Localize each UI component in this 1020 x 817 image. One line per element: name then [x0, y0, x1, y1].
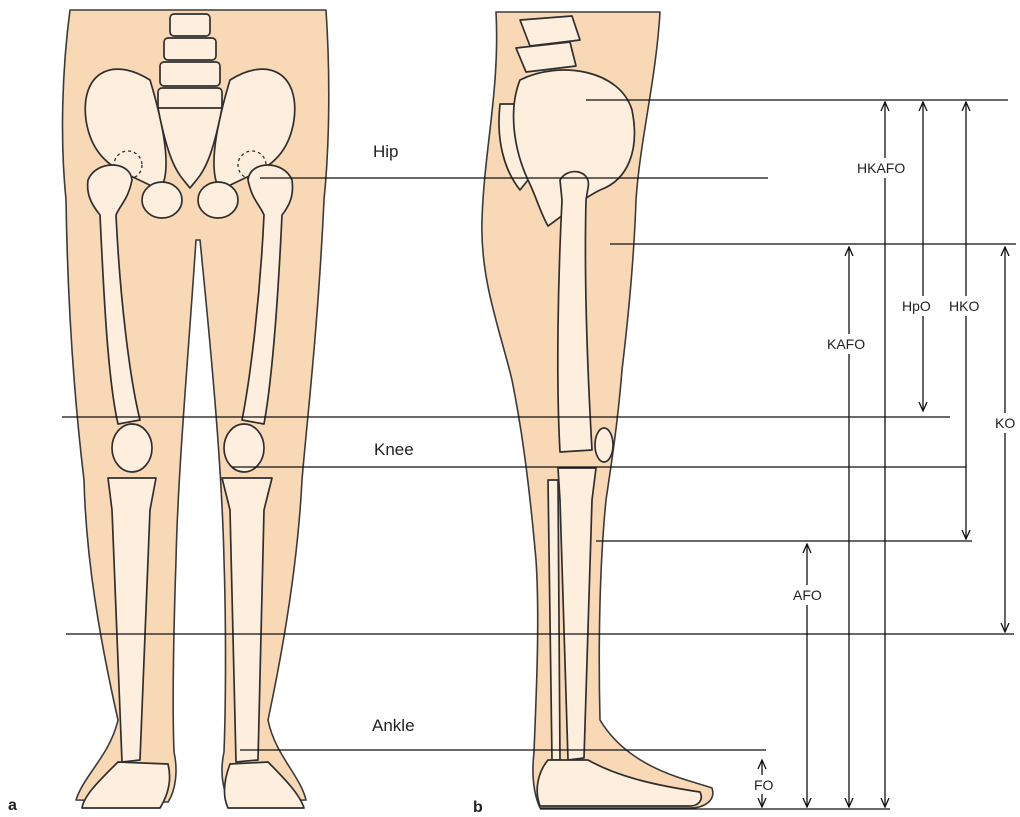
side-patella	[595, 428, 613, 462]
hkafo-label: HKAFO	[857, 160, 905, 176]
front-view-figure	[63, 10, 329, 808]
orthosis-arrows	[762, 102, 1005, 807]
joint-labels: Hip Knee Ankle	[372, 142, 415, 735]
panel-a-label: a	[8, 797, 17, 814]
afo-label: AFO	[793, 587, 822, 603]
ankle-label: Ankle	[372, 716, 415, 735]
hip-label: Hip	[373, 142, 399, 161]
label-backgrounds	[752, 158, 1020, 794]
hpo-label: HpO	[902, 298, 931, 314]
panel-b-label: b	[473, 799, 483, 816]
ko-label: KO	[995, 415, 1015, 431]
hko-label: HKO	[949, 298, 979, 314]
side-view-figure	[482, 12, 713, 808]
front-left-patella	[224, 424, 264, 472]
knee-label: Knee	[374, 440, 414, 459]
front-right-patella	[112, 424, 152, 472]
fo-label: FO	[754, 777, 774, 793]
kafo-label: KAFO	[827, 336, 865, 352]
